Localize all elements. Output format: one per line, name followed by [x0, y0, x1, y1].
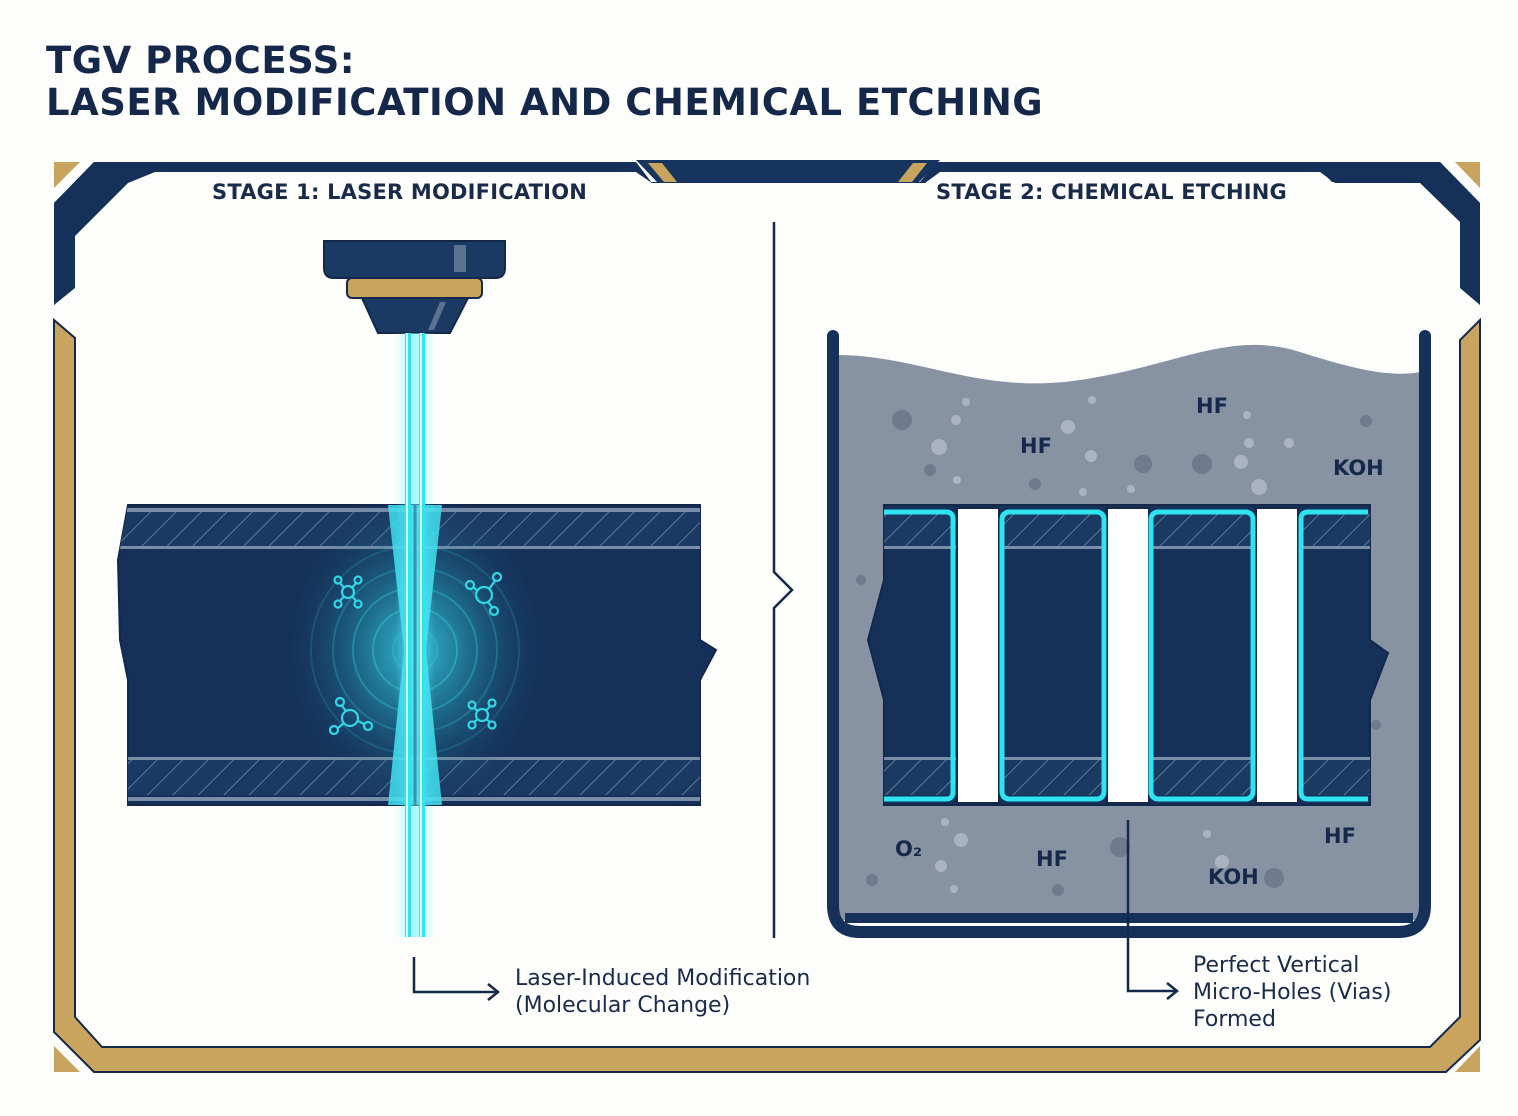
- frame-tab-gold-right: [898, 163, 927, 182]
- frame-corner-bottom-left: [54, 1046, 80, 1072]
- via-hole: [956, 507, 1000, 804]
- chem-label: HF: [1324, 824, 1356, 848]
- frame-corner-top-right: [1455, 162, 1480, 188]
- molecule-icon: [467, 698, 497, 730]
- glass-substrate-stage2: [866, 504, 1390, 806]
- molecule-icon: [464, 571, 503, 617]
- callout-arrow-modification: [412, 957, 501, 1001]
- stage2-heading: STAGE 2: CHEMICAL ETCHING: [936, 180, 1287, 204]
- page-title-line2: LASER MODIFICATION AND CHEMICAL ETCHING: [46, 81, 1044, 124]
- chem-label: KOH: [1208, 865, 1259, 889]
- laser-head: [323, 240, 506, 334]
- vias: [956, 507, 1299, 804]
- bubbles: [856, 396, 1381, 896]
- chem-label: KOH: [1333, 456, 1384, 480]
- etched-walls: [884, 509, 1368, 802]
- frame-corner-bottom-right: [1455, 1046, 1480, 1072]
- frame-top-tab: [636, 160, 940, 183]
- callout-line: Formed: [1193, 1007, 1276, 1032]
- chem-label: HF: [1036, 847, 1068, 871]
- callout-modification: Laser-Induced Modification (Molecular Ch…: [515, 965, 810, 1019]
- callout-vias: Perfect Vertical Micro-Holes (Vias) Form…: [1193, 952, 1391, 1033]
- stage-divider: [772, 222, 794, 938]
- callout-line: (Molecular Change): [515, 993, 731, 1018]
- callout-arrow-vias: [1126, 820, 1180, 1000]
- frame-tab-gold-left: [648, 163, 677, 182]
- via-hole: [1255, 507, 1299, 804]
- frame-top-bar-inner: [54, 162, 1480, 305]
- frame-left-gold: [53, 317, 1481, 1073]
- molecule-icon: [328, 696, 374, 736]
- chem-label: O₂: [895, 837, 922, 861]
- callout-line: Laser-Induced Modification: [515, 966, 811, 991]
- laser-beam: [395, 333, 435, 937]
- callout-line: Perfect Vertical: [1193, 953, 1360, 978]
- via-hole: [1106, 507, 1150, 804]
- molecule-icons: [328, 571, 503, 736]
- stage1-heading: STAGE 1: LASER MODIFICATION: [212, 180, 588, 204]
- chem-label: HF: [1020, 434, 1052, 458]
- frame-corner-top-left: [54, 162, 80, 188]
- molecule-icon: [333, 575, 363, 609]
- page-title-line1: TGV PROCESS:: [46, 39, 356, 82]
- decorative-frame: [53, 160, 1481, 1073]
- callout-line: Micro-Holes (Vias): [1193, 980, 1392, 1005]
- chem-label: HF: [1196, 394, 1228, 418]
- chemical-labels: HF HF KOH O₂ HF KOH HF: [895, 394, 1384, 889]
